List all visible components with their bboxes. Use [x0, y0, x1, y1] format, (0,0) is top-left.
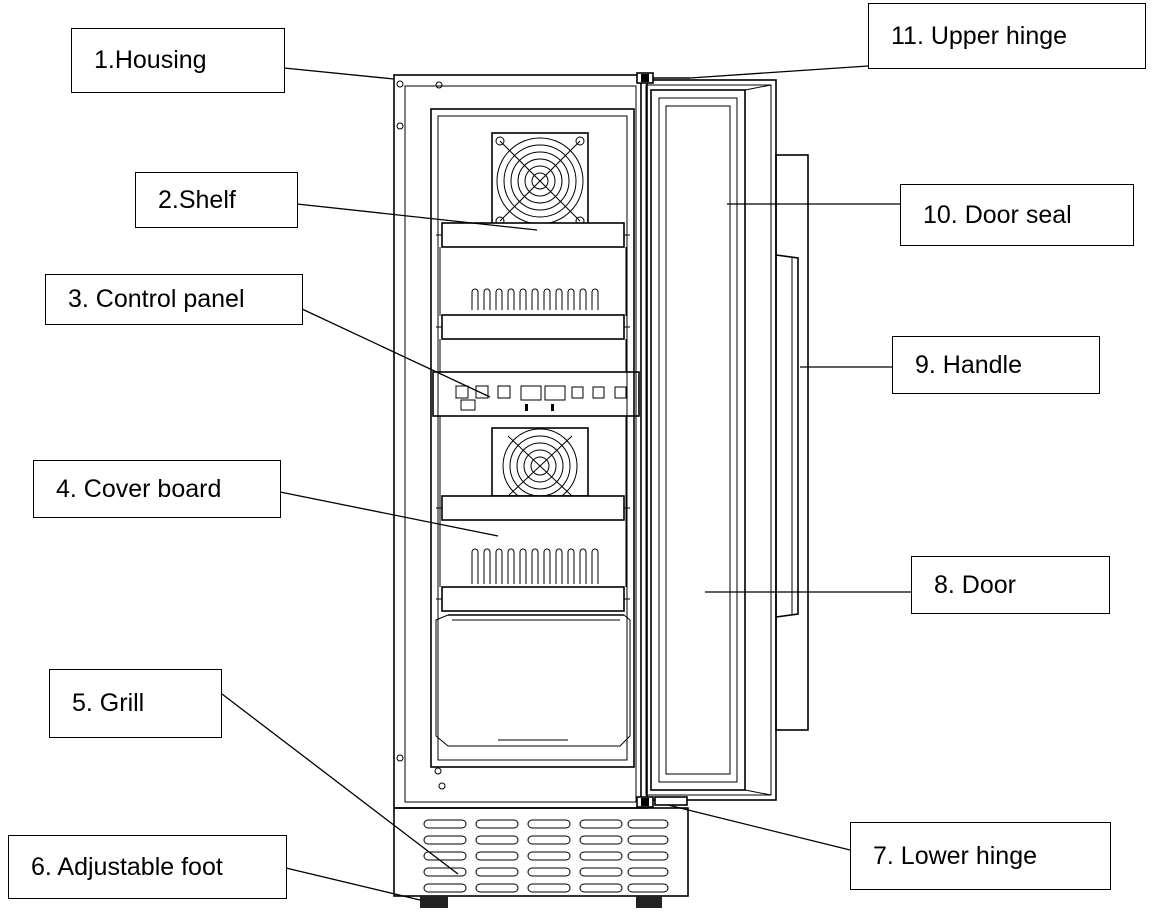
shelf-3 [436, 495, 630, 521]
door-panel [640, 79, 777, 801]
lower-hinge-part [636, 796, 688, 808]
callout-shelf: 2.Shelf [135, 172, 298, 228]
callout-grill: 5. Grill [49, 669, 222, 738]
bottle-rack-lower [439, 520, 627, 587]
callout-control-panel: 3. Control panel [45, 274, 303, 325]
shelf-4 [436, 586, 630, 612]
bottle-rack-upper [439, 247, 627, 316]
callout-housing: 1.Housing [71, 28, 285, 93]
callout-adjustable-foot: 6. Adjustable foot [8, 835, 287, 899]
door-handle [775, 154, 809, 731]
leader-control-panel [301, 308, 491, 398]
callout-door-seal: 10. Door seal [900, 184, 1134, 246]
upper-fan [491, 132, 589, 230]
leader-housing [283, 67, 395, 80]
leader-upper-hinge [689, 65, 869, 79]
callout-handle: 9. Handle [892, 336, 1100, 394]
upper-hinge-part [636, 72, 690, 84]
callout-door: 8. Door [911, 556, 1110, 614]
adjustable-feet [420, 896, 662, 908]
callout-upper-hinge: 11. Upper hinge [868, 3, 1146, 69]
bottom-compartment [435, 614, 631, 747]
leader-lower-hinge [667, 804, 851, 851]
leader-shelf [296, 203, 538, 231]
leader-grill [221, 693, 459, 875]
leader-cover-board [279, 491, 499, 537]
leader-adjustable-foot [285, 867, 421, 901]
shelf-1 [436, 222, 630, 248]
cabinet-housing [393, 74, 648, 809]
callout-lower-hinge: 7. Lower hinge [850, 822, 1111, 890]
callout-cover-board: 4. Cover board [33, 460, 281, 518]
grill-vent [393, 807, 689, 897]
shelf-2 [436, 314, 630, 372]
leader-lines [221, 65, 911, 901]
control-panel-unit [432, 371, 640, 417]
